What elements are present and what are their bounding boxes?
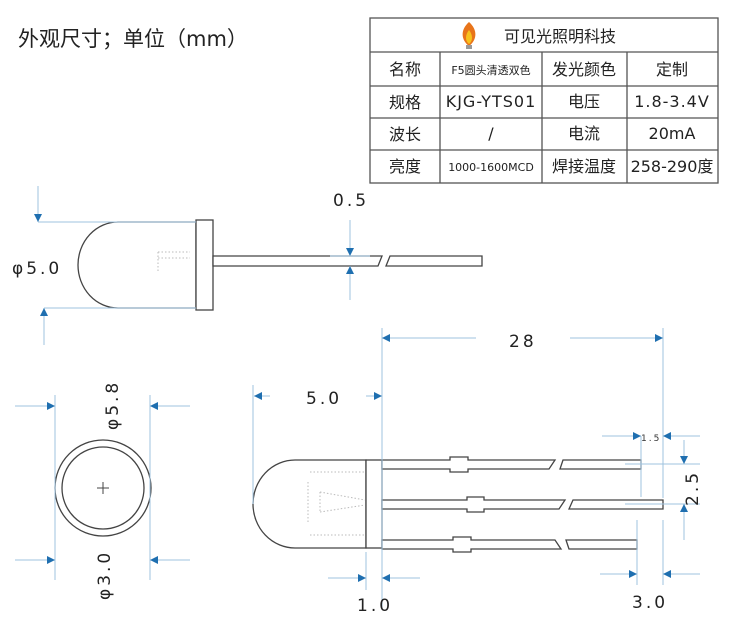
- cell: /: [488, 124, 494, 143]
- cell: 规格: [389, 93, 421, 112]
- table-row: 名称 F5圆头清透双色 发光颜色 定制: [389, 60, 688, 79]
- cell: 电压: [568, 92, 600, 111]
- brand-name: 可见光照明科技: [504, 27, 616, 46]
- lead-offset-2-label: 3.0: [632, 593, 668, 613]
- table-row: 规格 KJG-YTS01 电压 1.8-3.4V: [389, 92, 710, 112]
- cell: 258-290度: [631, 157, 714, 176]
- cell: 亮度: [389, 157, 421, 176]
- lead-width-label: 0.5: [333, 191, 369, 211]
- cell: 波长: [389, 125, 421, 144]
- cell: 1000-1600MCD: [448, 161, 534, 174]
- cell: 名称: [389, 60, 421, 79]
- led-top-view: φ5.8 φ3.0: [15, 380, 190, 600]
- cell: KJG-YTS01: [446, 92, 537, 111]
- table-row: 波长 / 电流 20mA: [389, 124, 696, 144]
- lead-length-label: 28: [509, 332, 537, 352]
- table-row: 亮度 1000-1600MCD 焊接温度 258-290度: [389, 157, 713, 176]
- side-diameter-label: φ5.0: [12, 259, 62, 279]
- brand-logo-flame-icon: [462, 22, 476, 49]
- spec-table: 可见光照明科技 名称 F5圆头清透双色 发光颜色 定制 规格 KJG-YTS01…: [369, 17, 719, 184]
- outer-diameter-label: φ5.8: [103, 380, 123, 430]
- cell: 发光颜色: [552, 60, 616, 79]
- page-title: 外观尺寸；单位（mm）: [18, 27, 248, 51]
- cell: 电流: [568, 124, 600, 143]
- inner-diameter-label: φ3.0: [95, 550, 115, 600]
- cell: 焊接温度: [552, 157, 616, 176]
- cell: 定制: [656, 60, 688, 79]
- cell: F5圆头清透双色: [451, 63, 530, 77]
- cell: 20mA: [649, 124, 696, 143]
- flange-width-label: 1.0: [357, 596, 393, 616]
- body-length-label: 5.0: [306, 389, 342, 409]
- led-lead-view: 28 5.0 1.0 1.5 2.5 3.0: [252, 328, 703, 616]
- cell: 1.8-3.4V: [634, 92, 710, 111]
- lead-pitch-label: 2.5: [683, 470, 703, 506]
- led-side-view: φ5.0 0.5: [12, 186, 483, 345]
- lead-offset-1-label: 1.5: [641, 434, 661, 444]
